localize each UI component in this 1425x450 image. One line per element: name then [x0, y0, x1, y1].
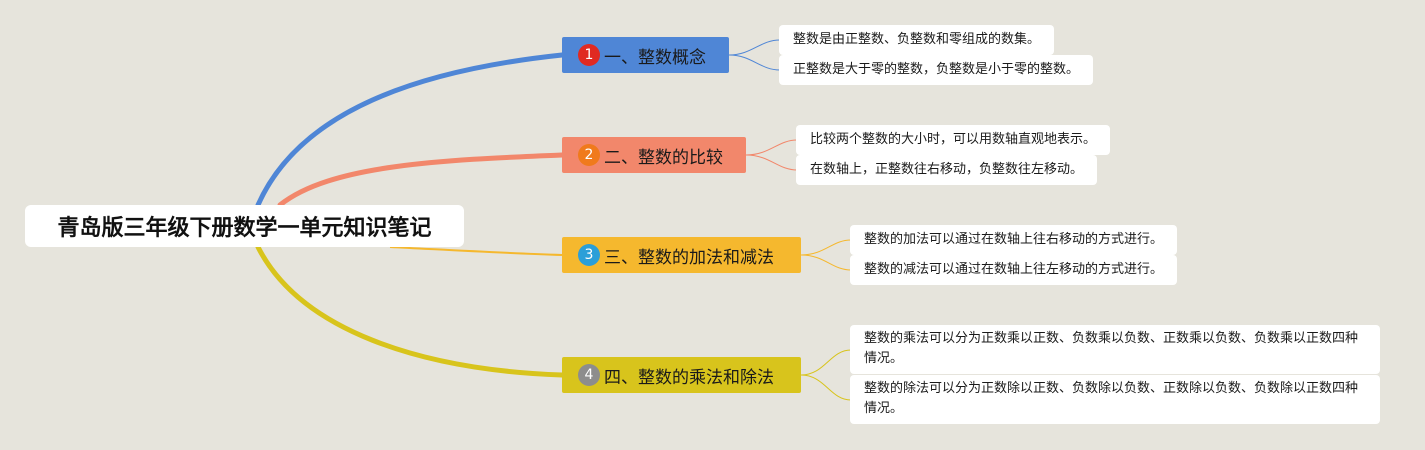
leaf-2a[interactable]: 比较两个整数的大小时，可以用数轴直观地表示。 [796, 125, 1111, 155]
leaf-3b[interactable]: 整数的减法可以通过在数轴上往左移动的方式进行。 [850, 255, 1178, 285]
leaf-3a[interactable]: 整数的加法可以通过在数轴上往右移动的方式进行。 [850, 225, 1178, 255]
branch-3-label: 三、整数的加法和减法 [604, 247, 774, 268]
leaf-4b[interactable]: 整数的除法可以分为正数除以正数、负数除以负数、正数除以负数、负数除以正数四种情况… [850, 375, 1380, 424]
badge-4-icon: 4 [578, 364, 600, 386]
connector-root-branch-1 [255, 52, 565, 208]
badge-2-icon: 2 [578, 144, 600, 166]
connector-leaf-3a [800, 239, 852, 256]
connector-leaf-2b [745, 154, 798, 171]
connector-leaf-1a [728, 39, 781, 56]
connector-leaf-1b [728, 54, 781, 71]
branch-1-topic[interactable]: 1 一、整数概念 [562, 37, 729, 73]
branch-3-topic[interactable]: 3 三、整数的加法和减法 [562, 237, 801, 273]
leaf-2b[interactable]: 在数轴上，正整数往右移动，负整数往左移动。 [796, 155, 1098, 185]
leaf-1b[interactable]: 正整数是大于零的整数，负整数是小于零的整数。 [779, 55, 1094, 85]
connector-leaf-4a [800, 349, 852, 376]
connector-root-branch-4 [255, 244, 565, 378]
connector-root-branch-2 [277, 152, 565, 208]
connector-root-branch-3 [389, 246, 563, 256]
branch-2-label: 二、整数的比较 [604, 147, 723, 168]
connector-leaf-3b [800, 254, 852, 271]
branch-2-topic[interactable]: 2 二、整数的比较 [562, 137, 746, 173]
branch-4-label: 四、整数的乘法和除法 [604, 367, 774, 388]
badge-3-icon: 3 [578, 244, 600, 266]
connector-leaf-2a [745, 139, 798, 156]
root-topic[interactable]: 青岛版三年级下册数学一单元知识笔记 [25, 205, 464, 247]
branch-4-topic[interactable]: 4 四、整数的乘法和除法 [562, 357, 801, 393]
leaf-4a[interactable]: 整数的乘法可以分为正数乘以正数、负数乘以负数、正数乘以负数、负数乘以正数四种情况… [850, 325, 1380, 374]
badge-1-icon: 1 [578, 44, 600, 66]
leaf-1a[interactable]: 整数是由正整数、负整数和零组成的数集。 [779, 25, 1055, 55]
branch-1-label: 一、整数概念 [604, 47, 706, 68]
connector-leaf-4b [800, 374, 852, 401]
